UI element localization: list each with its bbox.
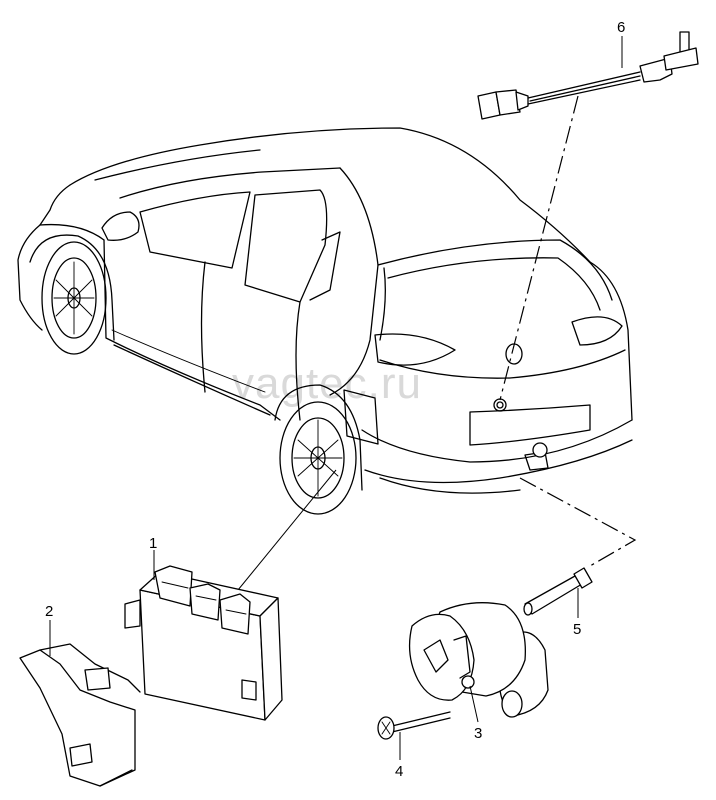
callout-number-4: 4	[395, 763, 403, 780]
leader-module-to-car	[237, 469, 337, 591]
callout-number-1: 1	[149, 535, 157, 552]
socket-housing	[408, 602, 549, 718]
callout-number-6: 6	[617, 19, 625, 36]
callout-number-2: 2	[45, 603, 53, 620]
callout-number-5: 5	[573, 621, 581, 638]
leader-socket-to-car	[519, 477, 637, 567]
mounting-bracket	[19, 643, 141, 787]
sensor-with-cable	[477, 31, 699, 120]
watermark-text: vagtec.ru	[232, 359, 422, 408]
leader-sensor-to-car	[499, 95, 579, 401]
control-module	[124, 565, 283, 721]
car-illustration	[17, 127, 633, 515]
screw	[377, 711, 451, 740]
callout-number-3: 3	[474, 725, 482, 742]
pin	[523, 567, 593, 616]
callout-leader-3	[469, 685, 479, 723]
